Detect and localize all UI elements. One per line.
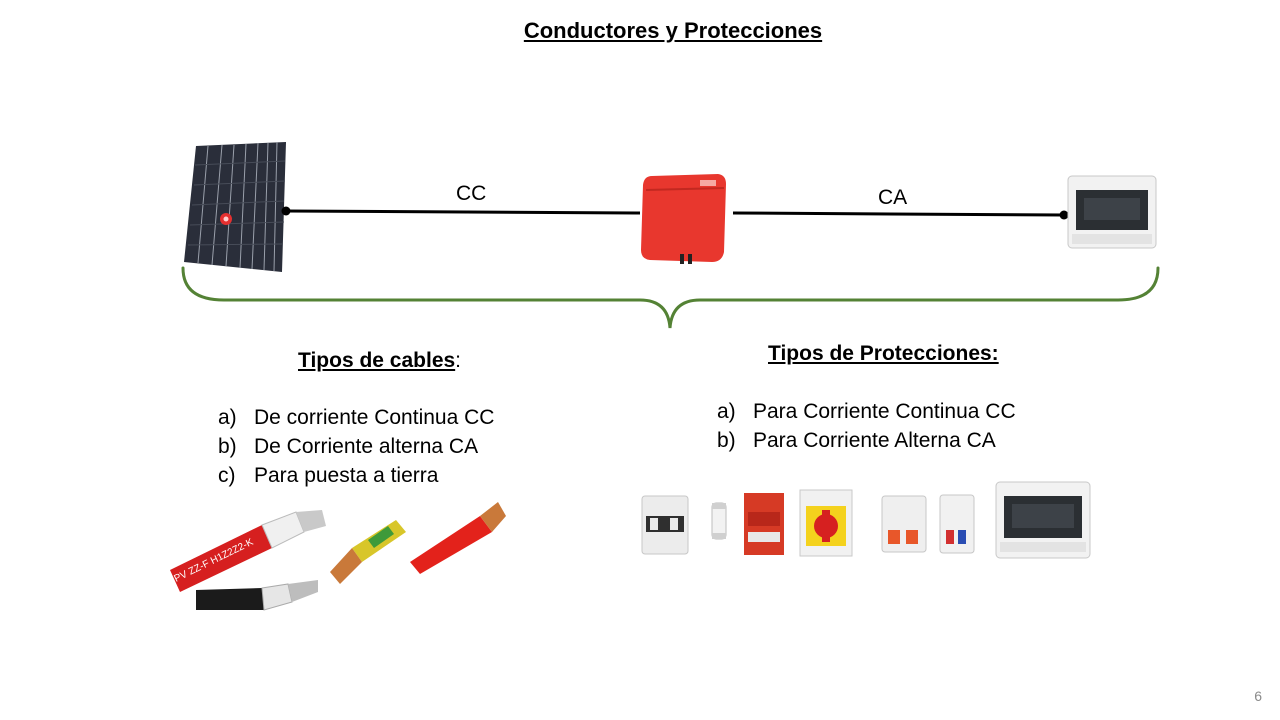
ac-distribution-box-image	[1067, 175, 1157, 249]
solar-panel-image	[184, 141, 286, 272]
slide-number: 6	[1254, 688, 1262, 704]
list-item-text: Para puesta a tierra	[254, 464, 439, 487]
ac-label: CA	[878, 186, 908, 209]
list-marker: a)	[717, 400, 736, 423]
list-marker: c)	[218, 464, 236, 487]
dc-wire-endpoint	[281, 206, 291, 216]
protections-heading-text: Tipos de Protecciones:	[768, 342, 999, 365]
protection-devices-image	[641, 481, 1091, 559]
list-item: c) Para puesta a tierra	[218, 461, 494, 490]
ac-wire-endpoint	[1059, 210, 1069, 220]
list-marker: b)	[218, 435, 237, 458]
list-item-text: Para Corriente Alterna CA	[753, 429, 996, 452]
dc-label: CC	[456, 182, 487, 205]
cables-heading-text: Tipos de cables	[298, 349, 456, 372]
cables-heading: Tipos de cables:	[298, 349, 461, 373]
list-item-text: De corriente Continua CC	[254, 406, 495, 429]
list-item-text: Para Corriente Continua CC	[753, 400, 1016, 423]
list-item-text: De Corriente alterna CA	[254, 435, 479, 458]
list-item: b) De Corriente alterna CA	[218, 432, 494, 461]
dc-wire	[285, 209, 641, 215]
cables-heading-colon: :	[455, 349, 462, 372]
list-item: b) Para Corriente Alterna CA	[717, 426, 1016, 455]
slide-title: Conductores y Protecciones	[523, 18, 823, 43]
cables-image: PV ZZ-F H1Z2Z2-K	[170, 502, 506, 611]
ac-wire	[732, 211, 1065, 217]
list-item: a) Para Corriente Continua CC	[717, 397, 1016, 426]
list-marker: b)	[717, 429, 736, 452]
grouping-brace	[181, 266, 1160, 329]
protections-heading: Tipos de Protecciones:	[768, 342, 999, 366]
protections-list: a) Para Corriente Continua CC b) Para Corr…	[717, 397, 1016, 455]
cables-list: a) De corriente Continua CC b) De Corrient…	[218, 403, 494, 490]
list-item: a) De corriente Continua CC	[218, 403, 494, 432]
inverter-image	[641, 174, 726, 264]
list-marker: a)	[218, 406, 237, 429]
